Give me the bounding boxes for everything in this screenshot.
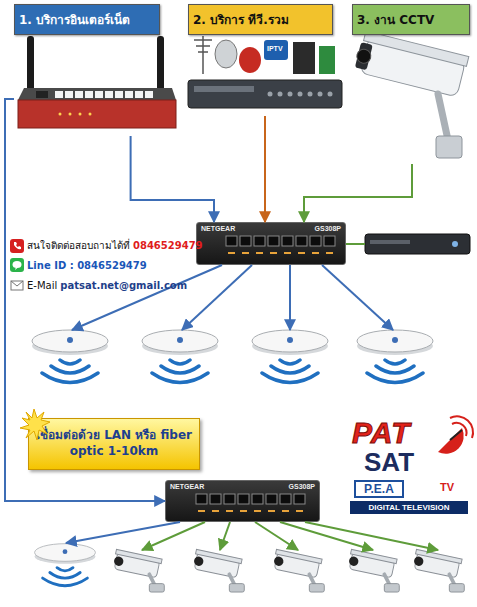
logo-dish [438, 416, 473, 453]
logo-tagline: DIGITAL TELEVISION [350, 501, 468, 514]
set-top-box [319, 46, 335, 74]
access-points-row [32, 330, 433, 383]
service-panel: 2. บริการ ทีวี.รวม [185, 4, 345, 116]
camera-base [436, 136, 462, 158]
mail-icon [10, 278, 24, 292]
router-illustration [18, 36, 176, 128]
model-text: GS308P [289, 483, 315, 490]
cctv-camera [192, 549, 244, 592]
camera-shade [364, 31, 469, 66]
cctv-camera [112, 549, 164, 592]
network-cable [264, 116, 266, 222]
dish-arm [450, 430, 462, 440]
callout-box: เชื่อมต่อด้วย LAN หรือ fiber optic 1-10k… [28, 418, 200, 470]
access-point [357, 330, 433, 383]
dvr-led [452, 241, 458, 247]
access-point [32, 330, 108, 383]
dish-bowl [438, 428, 464, 454]
network-cable [304, 164, 412, 222]
cctv-camera [412, 549, 464, 592]
access-point [35, 544, 96, 586]
sfp-port [36, 91, 48, 98]
set-top-box [293, 42, 315, 74]
phone-icon [10, 239, 24, 253]
router-ports [55, 91, 153, 98]
headend-buttons [268, 92, 333, 97]
line-icon [10, 258, 24, 272]
contact-label: E-Mail [27, 280, 57, 291]
antenna [27, 36, 34, 92]
service-panel: 3. งาน CCTV [352, 4, 472, 164]
network-switch: NETGEAR GS308P [196, 222, 346, 265]
dvr-panel [370, 240, 410, 244]
service-title: 1. บริการอินเตอร์เน็ต [14, 4, 160, 35]
logo-text: PAT [352, 416, 411, 450]
service-panel: 1. บริการอินเตอร์เน็ต [14, 4, 176, 136]
camera-face [355, 42, 373, 70]
model-text: GS308P [315, 225, 341, 232]
cctv-camera [347, 549, 399, 592]
contact-row: Line ID : 0846529479 [10, 258, 147, 272]
brand-text: NETGEAR [201, 225, 235, 232]
satellite-dish [215, 40, 237, 68]
line-id: Line ID : 0846529479 [27, 260, 147, 271]
contact-row: E-Mailpatsat.net@gmail.com [10, 278, 187, 292]
camera-mount [438, 94, 448, 140]
router-leds [59, 113, 92, 116]
access-point [252, 330, 328, 383]
contact-row: สนใจติดต่อสอบถามได้ที่0846529479 [10, 238, 203, 253]
email-address: patsat.net@gmail.com [60, 280, 187, 291]
cctv-camera-illustration [353, 30, 469, 158]
tv-antenna [194, 36, 212, 74]
network-cable [131, 136, 214, 222]
headend-unit [188, 80, 342, 108]
brand-text: NETGEAR [170, 483, 204, 490]
network-switch: NETGEAR GS308P [165, 480, 320, 522]
ap-links [72, 265, 393, 330]
logo-text: P.E.A [354, 480, 404, 498]
callout-text: เชื่อมต่อด้วย LAN หรือ fiber optic 1-10k… [33, 428, 195, 459]
headend-panel [194, 86, 254, 92]
bottom-devices-row [35, 544, 465, 592]
iptv-icon [264, 40, 288, 60]
router-front [18, 100, 176, 128]
ap-link [66, 522, 180, 543]
dvr-illustration [365, 234, 470, 254]
dvr-link [346, 243, 365, 245]
cctv-camera [272, 549, 324, 592]
service-title: 2. บริการ ทีวี.รวม [188, 4, 333, 35]
satellite-dish [239, 47, 261, 73]
access-point [142, 330, 218, 383]
antenna [157, 36, 164, 92]
camera-links [142, 522, 438, 550]
service-title: 3. งาน CCTV [352, 4, 470, 35]
icon-caption: IPTV [267, 45, 283, 52]
camera-head [353, 30, 469, 97]
logo-text: TV [440, 481, 454, 493]
dvr-body [365, 234, 470, 254]
contact-text: สนใจติดต่อสอบถามได้ที่ [27, 238, 130, 253]
phone-number: 0846529479 [133, 240, 203, 251]
router-top [18, 88, 176, 100]
signal-arcs [450, 416, 473, 438]
camera-lens [355, 48, 372, 65]
logo-text: SAT [364, 447, 414, 478]
tv-equipment-illustration [188, 36, 342, 108]
